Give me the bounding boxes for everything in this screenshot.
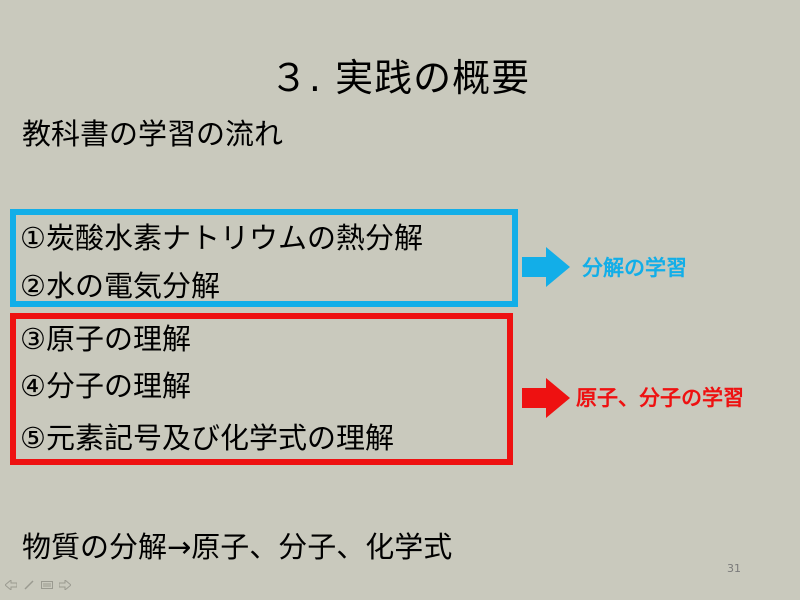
atoms-molecules-label: 原子、分子の学習 [576,386,744,410]
slide-navigation [4,578,72,592]
pen-icon[interactable] [22,578,36,592]
decomposition-group-box [10,209,518,307]
list-item-thermal-decomposition: ①炭酸水素ナトリウムの熱分解 [20,221,423,255]
list-item-chemical-formulas: ⑤元素記号及び化学式の理解 [20,421,394,455]
list-item-electrolysis: ②水の電気分解 [20,269,220,303]
red-arrow-icon [522,378,570,418]
slide-subtitle: 教科書の学習の流れ [22,117,284,151]
slide-title: ３. 実践の概要 [269,56,531,100]
atoms-molecules-group-box [10,313,513,465]
menu-icon[interactable] [40,578,54,592]
previous-icon[interactable] [4,578,18,592]
list-item-atoms: ③原子の理解 [20,322,191,356]
decomposition-label: 分解の学習 [582,256,687,280]
summary-text: 物質の分解→原子、分子、化学式 [22,530,453,564]
list-item-molecules: ④分子の理解 [20,369,191,403]
next-icon[interactable] [58,578,72,592]
blue-arrow-icon [522,247,570,287]
page-number: 31 [727,562,741,575]
